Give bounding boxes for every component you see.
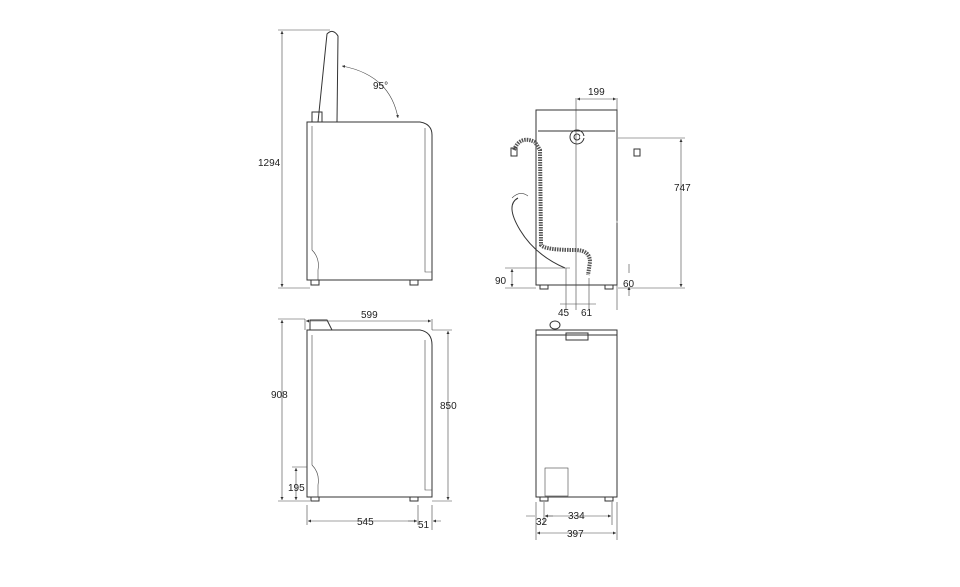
open-height-label: 1294 [258, 158, 281, 169]
inlet-height-label: 747 [674, 183, 691, 194]
total-height-label: 908 [271, 390, 288, 401]
side-view-closed: 599 908 850 195 545 51 [271, 310, 457, 531]
door-height-label: 195 [288, 483, 305, 494]
lid-angle-label: 95° [373, 81, 388, 92]
front-view: 334 32 397 [526, 320, 618, 540]
cable-height-label: 60 [623, 279, 635, 290]
drain-left-offset-label: 45 [558, 308, 570, 319]
drain-height-label: 90 [495, 276, 507, 287]
foot-span-label: 334 [568, 511, 585, 522]
inlet-offset-label: 199 [588, 87, 605, 98]
front-offset-label: 51 [418, 520, 430, 531]
rear-view: 199 747 90 60 45 61 [495, 87, 691, 319]
depth-label: 599 [361, 310, 378, 321]
width-label: 397 [567, 529, 584, 540]
base-depth-label: 545 [357, 517, 374, 528]
side-view-open-lid: 95° 1294 [258, 29, 433, 289]
body-height-label: 850 [440, 401, 457, 412]
foot-offset-label: 32 [536, 517, 548, 528]
drain-right-offset-label: 61 [581, 308, 593, 319]
